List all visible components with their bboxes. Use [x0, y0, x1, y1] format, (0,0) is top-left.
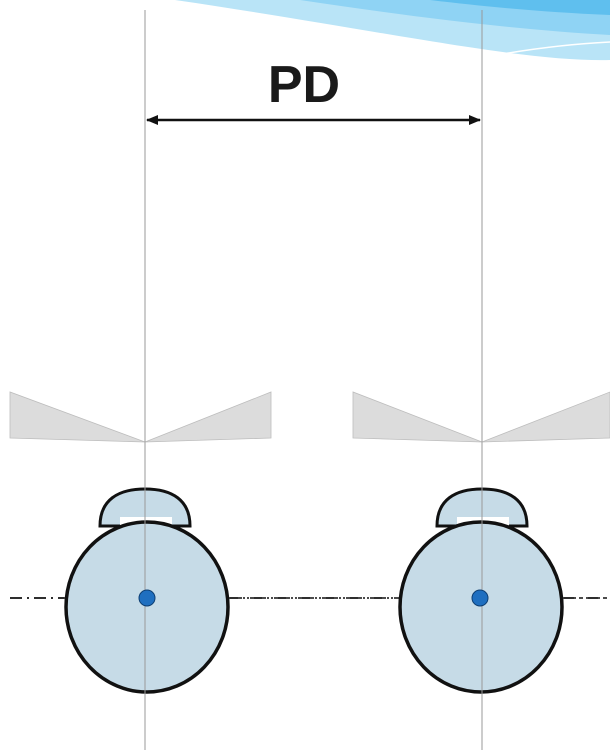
left-eye-icon	[64, 10, 230, 750]
right-lens-icon	[352, 391, 610, 443]
left-lens-icon	[9, 391, 272, 443]
pd-label: PD	[268, 56, 340, 114]
right-pupil	[471, 589, 489, 607]
left-pupil	[138, 589, 156, 607]
right-eye-icon	[398, 10, 564, 750]
corner-banner-decoration	[175, 0, 610, 61]
